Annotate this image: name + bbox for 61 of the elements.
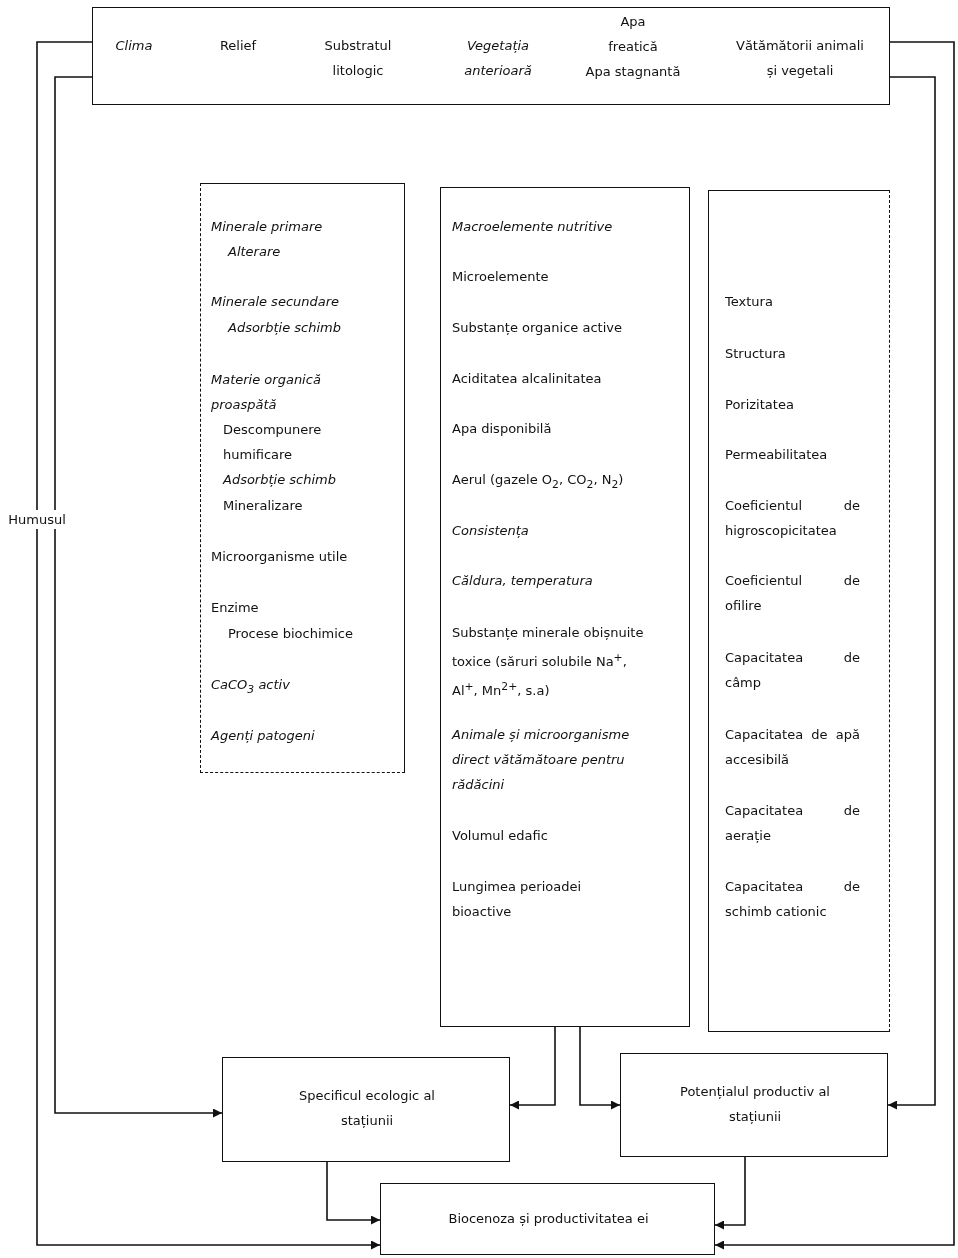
property-label: Minerale secundare — [211, 293, 341, 311]
property-label: Apa disponibilă — [452, 420, 553, 438]
property-label: Capacitatea de apă accesibilă — [725, 726, 860, 769]
property-label: Lungimea perioadei bioactive — [452, 878, 583, 921]
property-label: CaCO$_{3}$ activ — [211, 676, 291, 698]
property-label: Enzime — [211, 599, 260, 617]
property-label: Capacitatea de câmp — [725, 649, 860, 692]
property-label: Căldura, temperatura — [452, 572, 594, 590]
property-label: Structura — [725, 345, 787, 363]
property-label: Substanțe minerale obișnuite toxice (săruri solubile Na$^{+}$, Al$^{+}$, Mn$^{2+}$, s.a) — [452, 624, 645, 701]
factor-label: Clima — [114, 37, 154, 55]
property-label: Microelemente — [452, 268, 550, 286]
box-label: Potențialul productiv al stațiunii — [679, 1083, 831, 1126]
property-label: Coeficientul de higroscopicitatea — [725, 497, 860, 540]
property-column — [200, 183, 405, 773]
process-box — [222, 1057, 510, 1162]
factor-label: Substratul litologic — [323, 37, 393, 80]
property-column — [440, 187, 690, 1027]
property-label: Macroelemente nutritive — [452, 218, 614, 236]
arrow — [326, 1161, 381, 1225]
box-label: Biocenoza și productivitatea ei — [447, 1210, 650, 1228]
property-label: Capacitatea de aerație — [725, 802, 860, 845]
property-label: Permeabilitatea — [725, 446, 829, 464]
factor-label: Relief — [218, 37, 258, 55]
property-label: Aerul (gazele O$_{2}$, CO$_{2}$, N$_{2}$) — [452, 471, 625, 493]
property-label: Aciditatea alcalinitatea — [452, 370, 603, 388]
factor-label: Apa freatică — [607, 13, 659, 56]
property-label: Microorganisme utile — [211, 548, 349, 566]
factor-label: Apa stagnantă — [584, 63, 682, 81]
process-box — [620, 1053, 888, 1157]
property-label: Adsorbție schimb — [228, 319, 342, 337]
arrow — [887, 76, 936, 1110]
factor-label: Vegetația anterioară — [463, 37, 533, 80]
arrow — [36, 41, 381, 1250]
property-column — [708, 190, 890, 1032]
property-label: Minerale primare — [211, 218, 324, 236]
result-box — [380, 1183, 715, 1255]
factor-box — [92, 7, 890, 105]
property-label: Alterare — [228, 243, 282, 261]
arrow — [579, 1026, 621, 1110]
edge-label: Humusul — [8, 509, 66, 529]
property-label: Adsorbție schimb — [223, 471, 337, 489]
property-label: Volumul edafic — [452, 827, 549, 845]
arrow — [509, 1026, 556, 1110]
property-label: Agenți patogeni — [211, 727, 316, 745]
arrow — [54, 76, 223, 1118]
property-label: Descompunere humificare — [223, 421, 323, 464]
property-label: Coeficientul de ofilire — [725, 572, 860, 615]
property-label: Consistența — [452, 522, 530, 540]
arrow — [714, 1156, 746, 1230]
property-label: Substanțe organice active — [452, 319, 623, 337]
property-label: Animale și microorganisme direct vătămătoare pentru rădăcini — [452, 726, 631, 794]
property-label: Procese biochimice — [228, 625, 354, 643]
property-label: Capacitatea de schimb cationic — [725, 878, 860, 921]
property-label: Textura — [725, 293, 774, 311]
factor-label: Vătămătorii animali și vegetali — [735, 37, 865, 80]
box-label: Specificul ecologic al stațiunii — [298, 1087, 436, 1130]
arrow — [714, 41, 955, 1250]
property-label: Mineralizare — [223, 497, 304, 515]
property-label: Porizitatea — [725, 396, 795, 414]
property-label: Materie organică proaspătă — [211, 371, 322, 414]
